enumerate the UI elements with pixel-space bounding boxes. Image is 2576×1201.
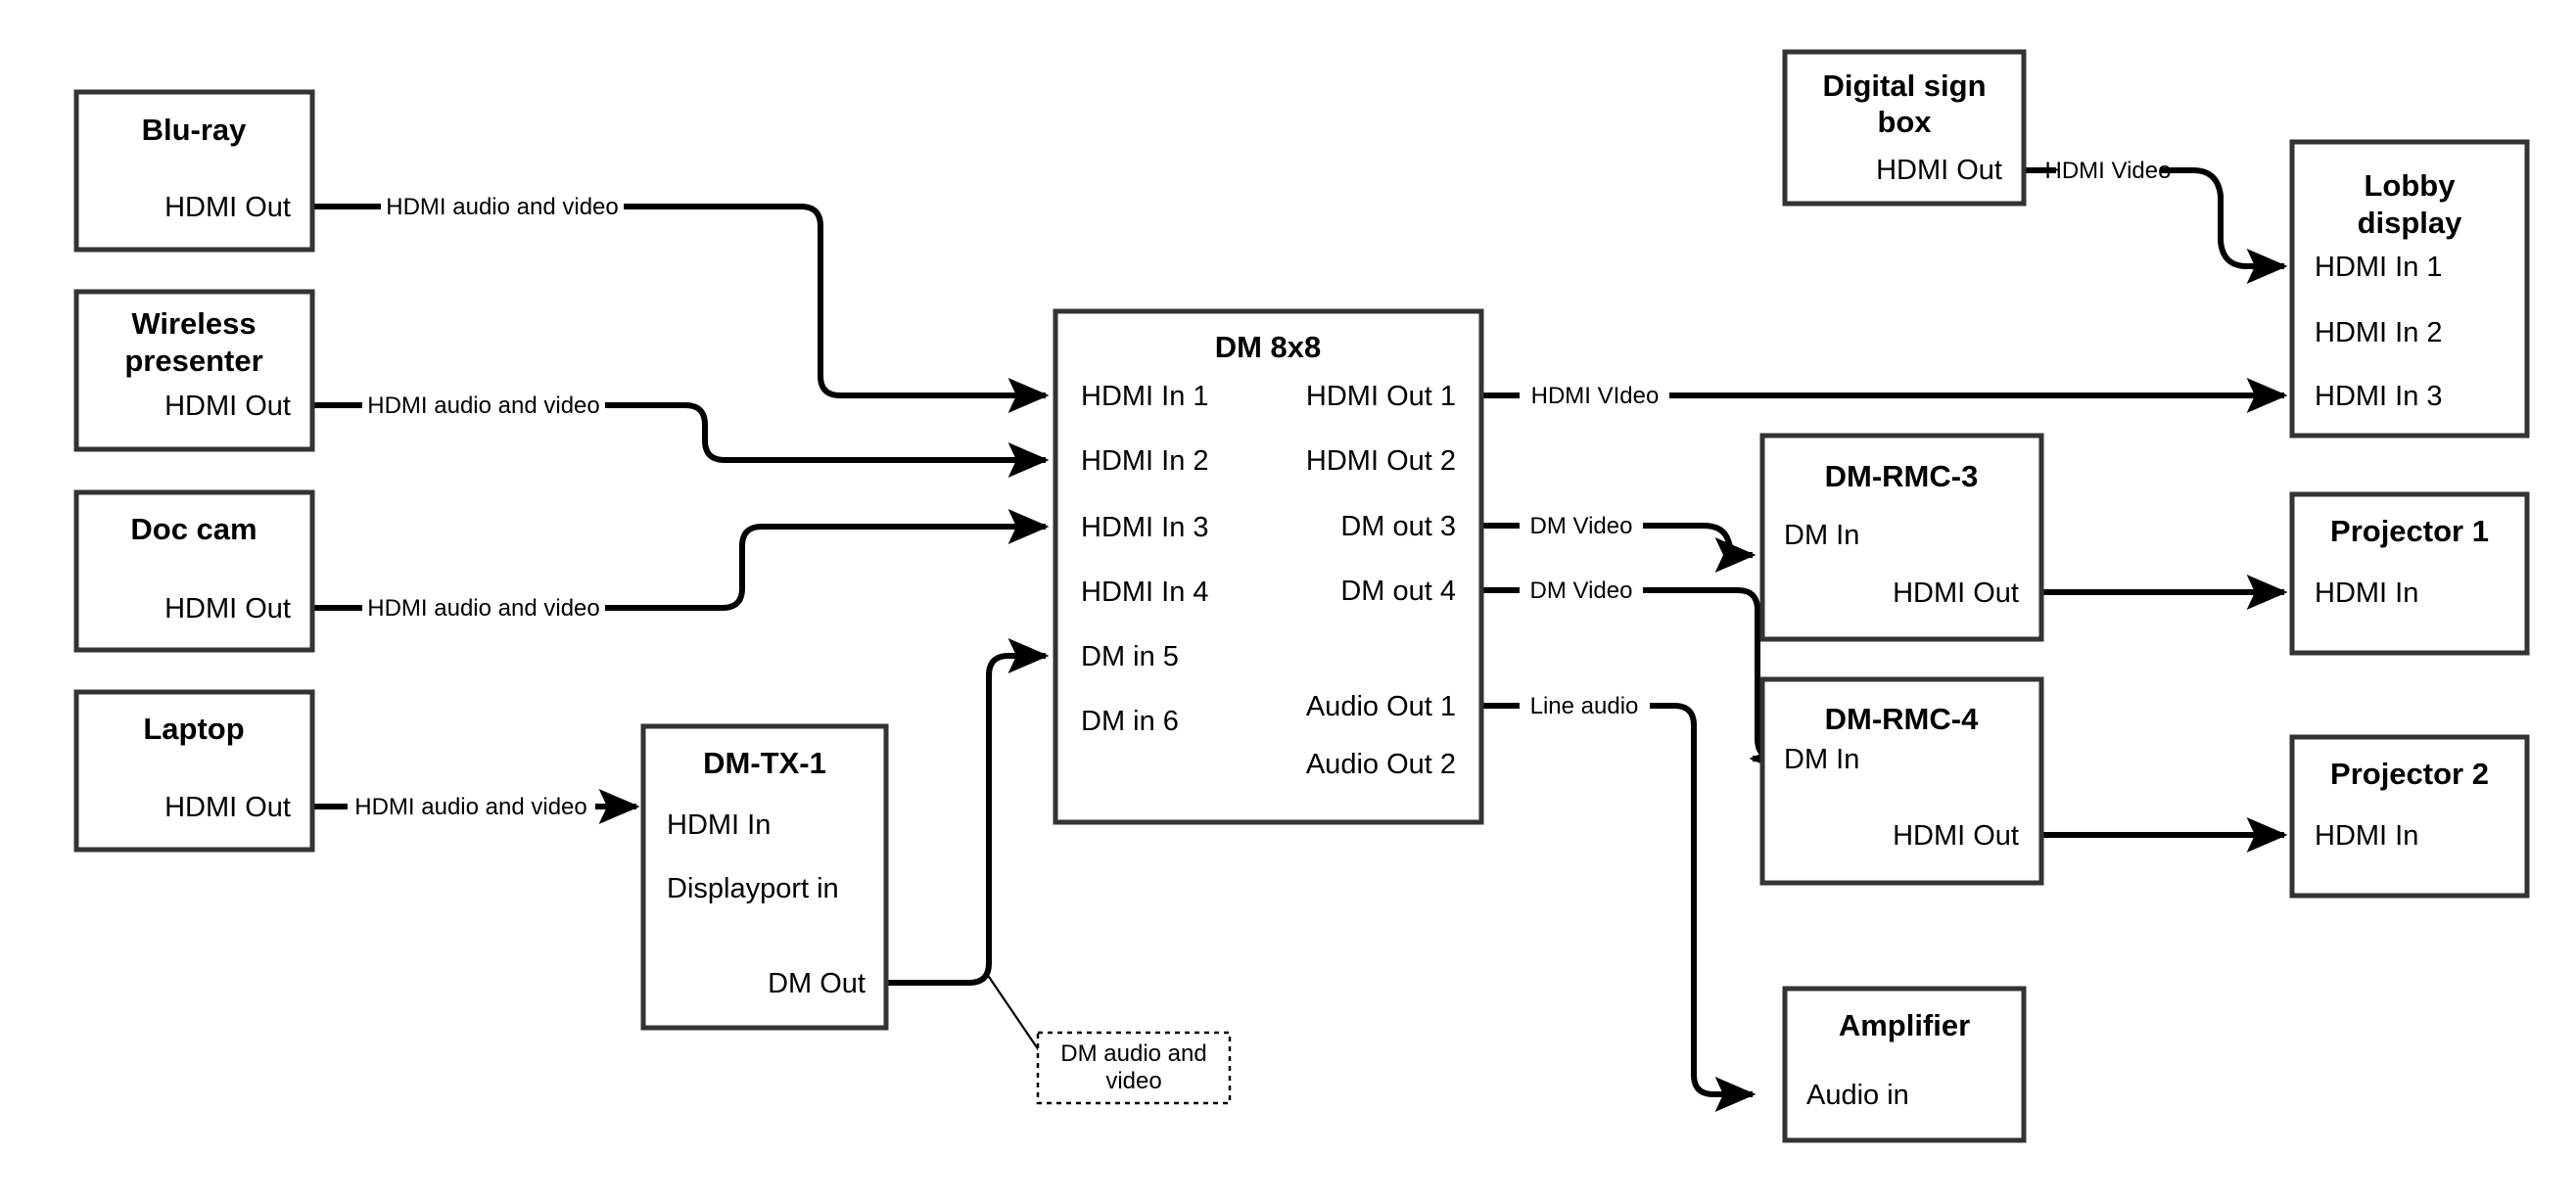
node-bluray[interactable]: Blu-ray HDMI Out xyxy=(73,89,315,253)
projector-1-title: Projector 1 xyxy=(2330,514,2489,548)
bluray-port-hdmi-out: HDMI Out xyxy=(164,192,291,223)
wire-dmtx1-to-dm-in5 xyxy=(886,638,1050,986)
dm-8x8-input-dm-in-6: DM in 6 xyxy=(1081,706,1179,737)
doc-cam-port-hdmi-out: HDMI Out xyxy=(164,593,291,624)
node-dm-rmc-3[interactable]: DM-RMC-3 DM In HDMI Out xyxy=(1759,433,2044,642)
node-dm-rmc-4[interactable]: DM-RMC-4 DM In HDMI Out xyxy=(1759,676,2044,886)
node-dm-tx-1[interactable]: DM-TX-1 HDMI In Displayport in DM Out xyxy=(640,723,889,1031)
annotation-dm-audio-video: DM audio and video xyxy=(1036,1031,1232,1105)
lobby-display-title-line2: display xyxy=(2358,206,2463,240)
dm-8x8-input-hdmi-in-1: HDMI In 1 xyxy=(1081,381,1209,412)
lobby-display-port-hdmi-in-3: HDMI In 3 xyxy=(2315,381,2443,412)
wireless-presenter-box[interactable] xyxy=(73,289,315,452)
dm-8x8-output-dm-out-4: DM out 4 xyxy=(1340,576,1456,607)
laptop-box[interactable] xyxy=(73,689,315,853)
dm-rmc-4-port-dm-in: DM In xyxy=(1784,744,1859,775)
node-lobby-display[interactable]: Lobby display HDMI In 1 HDMI In 2 HDMI I… xyxy=(2289,139,2530,439)
edge-label-audioout1-to-amplifier: Line audio xyxy=(1530,693,1639,719)
dm-tx-1-port-hdmi-in: HDMI In xyxy=(667,809,771,841)
laptop-port-hdmi-out: HDMI Out xyxy=(164,792,291,823)
edge-label-bluray-to-dm-in1: HDMI audio and video xyxy=(386,194,618,220)
laptop-title: Laptop xyxy=(143,712,244,746)
dm-8x8-input-hdmi-in-4: HDMI In 4 xyxy=(1081,577,1209,608)
lobby-display-box[interactable] xyxy=(2289,139,2530,439)
wireless-presenter-title-line1: Wireless xyxy=(131,306,256,341)
edge-label-wireless-to-dm-in2: HDMI audio and video xyxy=(367,393,599,419)
digital-sign-box[interactable] xyxy=(1782,49,2027,207)
digital-sign-box-title-line2: box xyxy=(1877,105,1932,139)
node-amplifier[interactable]: Amplifier Audio in xyxy=(1782,986,2027,1143)
dm-tx-1-title: DM-TX-1 xyxy=(703,746,826,780)
dm-tx-1-box[interactable] xyxy=(640,723,889,1031)
dm-8x8-output-audio-out-2: Audio Out 2 xyxy=(1306,749,1456,780)
wire-dmout4-to-rmc4 xyxy=(1481,587,1777,759)
dm-8x8-input-hdmi-in-3: HDMI In 3 xyxy=(1081,512,1209,543)
lobby-display-title-line1: Lobby xyxy=(2365,168,2457,203)
dm-8x8-output-audio-out-1: Audio Out 1 xyxy=(1306,691,1456,722)
digital-sign-box-title-line1: Digital sign xyxy=(1822,69,1986,103)
bluray-box[interactable] xyxy=(73,89,315,253)
wire-bluray-to-dm-in1 xyxy=(312,204,1046,395)
dm-tx-1-port-displayport-in: Displayport in xyxy=(667,873,839,904)
amplifier-title: Amplifier xyxy=(1839,1008,1970,1042)
edge-label-doccam-to-dm-in3: HDMI audio and video xyxy=(367,595,599,622)
wireless-presenter-title-line2: presenter xyxy=(124,344,262,378)
projector-2-title: Projector 2 xyxy=(2330,757,2489,791)
doc-cam-title: Doc cam xyxy=(130,512,257,546)
edge-label-laptop-to-dmtx1: HDMI audio and video xyxy=(354,794,586,820)
node-digital-sign-box[interactable]: Digital sign box HDMI Out xyxy=(1782,49,2027,207)
edge-label-hdmiout1-to-lobby-in3: HDMI VIdeo xyxy=(1531,383,1660,409)
wire-dmout3-to-rmc3 xyxy=(1481,526,1753,555)
dm-tx-1-port-dm-out: DM Out xyxy=(768,968,866,999)
projector-2-port-hdmi-in: HDMI In xyxy=(2315,820,2418,852)
wire-audioout1-to-amplifier xyxy=(1481,703,1753,1094)
node-projector-2[interactable]: Projector 2 HDMI In xyxy=(2289,734,2530,899)
projector-2-box[interactable] xyxy=(2289,734,2530,899)
wire-wireless-to-dm-in2 xyxy=(312,402,1046,460)
edge-label-dmout3-to-rmc3: DM Video xyxy=(1530,513,1633,539)
wire-doccam-to-dm-in3 xyxy=(312,527,1046,611)
node-dm-8x8[interactable]: DM 8x8 HDMI In 1 HDMI In 2 HDMI In 3 HDM… xyxy=(1053,308,1484,825)
dm-note-line2: video xyxy=(1105,1068,1161,1094)
dm-rmc-3-port-dm-in: DM In xyxy=(1784,520,1859,551)
wireless-presenter-port-hdmi-out: HDMI Out xyxy=(164,391,291,422)
dm-rmc-4-port-hdmi-out: HDMI Out xyxy=(1893,820,2019,852)
digital-sign-box-port-hdmi-out: HDMI Out xyxy=(1876,155,2002,186)
dm-8x8-output-dm-out-3: DM out 3 xyxy=(1340,511,1456,542)
bluray-title: Blu-ray xyxy=(142,113,248,147)
projector-1-box[interactable] xyxy=(2289,491,2530,656)
dm-rmc-3-title: DM-RMC-3 xyxy=(1825,459,1979,493)
projector-1-port-hdmi-in: HDMI In xyxy=(2315,577,2418,609)
node-laptop[interactable]: Laptop HDMI Out xyxy=(73,689,315,853)
lobby-display-port-hdmi-in-2: HDMI In 2 xyxy=(2315,317,2443,348)
wire-signbox-to-lobby-in1 xyxy=(2024,167,2284,266)
dm-8x8-output-hdmi-out-1: HDMI Out 1 xyxy=(1306,381,1456,412)
edge-label-signbox-to-lobby-in1: HDMI Video xyxy=(2045,158,2172,184)
dm-rmc-4-box[interactable] xyxy=(1759,676,2044,886)
amplifier-port-audio-in: Audio in xyxy=(1806,1080,1909,1111)
edge-label-dmout4-to-rmc4: DM Video xyxy=(1530,577,1633,604)
dm-rmc-3-port-hdmi-out: HDMI Out xyxy=(1893,577,2019,609)
dm-8x8-box[interactable] xyxy=(1053,308,1484,825)
amplifier-box[interactable] xyxy=(1782,986,2027,1143)
dm-8x8-input-hdmi-in-2: HDMI In 2 xyxy=(1081,445,1209,477)
node-wireless-presenter[interactable]: Wireless presenter HDMI Out xyxy=(73,289,315,452)
dm-8x8-input-dm-in-5: DM in 5 xyxy=(1081,641,1179,672)
dm-rmc-4-title: DM-RMC-4 xyxy=(1825,702,1979,736)
dm-note-box xyxy=(1036,1031,1232,1105)
dm-8x8-output-hdmi-out-2: HDMI Out 2 xyxy=(1306,445,1456,477)
dm-note-line1: DM audio and xyxy=(1060,1040,1206,1067)
dm-8x8-title: DM 8x8 xyxy=(1215,330,1322,364)
lobby-display-port-hdmi-in-1: HDMI In 1 xyxy=(2315,252,2443,283)
node-projector-1[interactable]: Projector 1 HDMI In xyxy=(2289,491,2530,656)
doc-cam-box[interactable] xyxy=(73,489,315,653)
node-doc-cam[interactable]: Doc cam HDMI Out xyxy=(73,489,315,653)
leader-line-dm-note xyxy=(986,973,1042,1054)
dm-rmc-3-box[interactable] xyxy=(1759,433,2044,642)
